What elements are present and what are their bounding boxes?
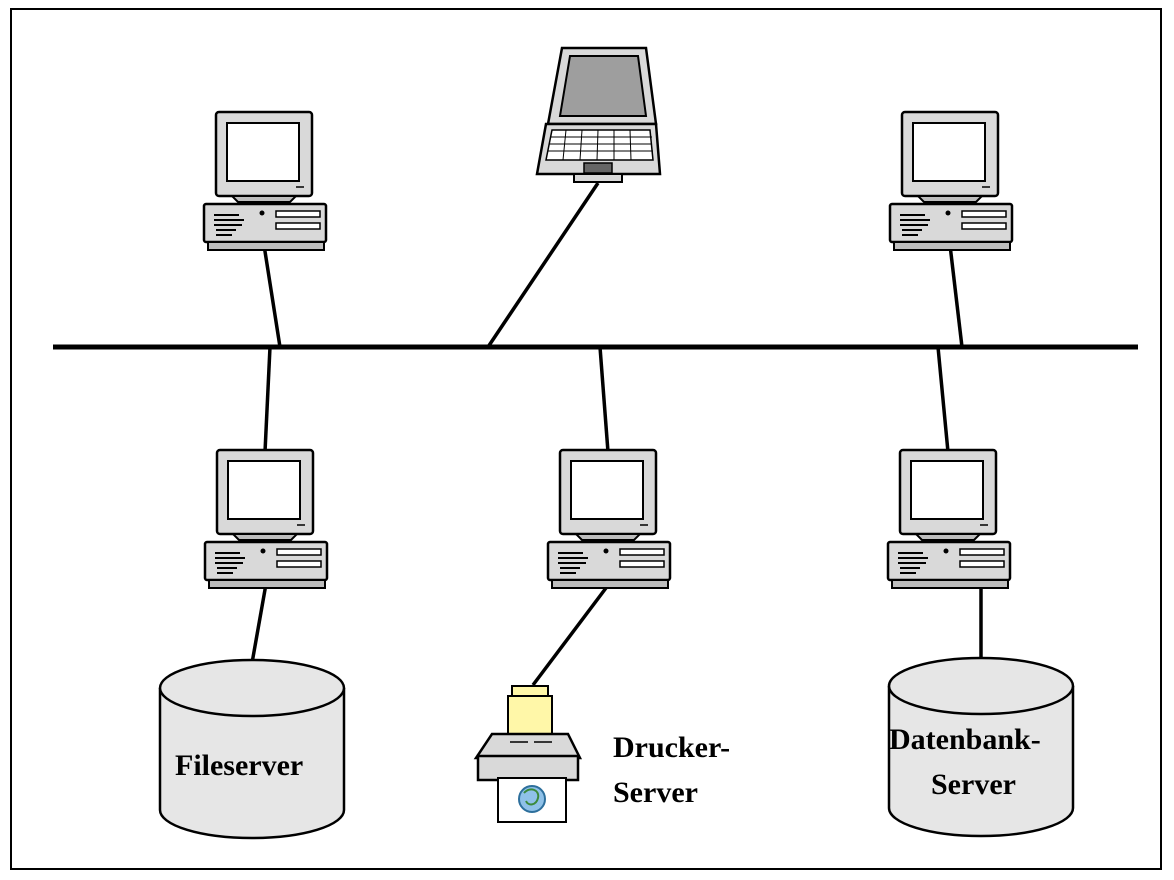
datenbank-server-label-line1: Datenbank- <box>889 723 1041 756</box>
printer-icon <box>473 685 583 823</box>
datenbank-server-label-line2: Server <box>931 768 1016 801</box>
fileserver-label: Fileserver <box>175 749 304 782</box>
laptop-icon <box>535 46 662 183</box>
desktop-computer-icon <box>203 448 329 590</box>
desktop-computer-icon <box>202 110 328 252</box>
connection-lines <box>247 182 983 687</box>
drucker-server-label-line1: Drucker- <box>613 731 731 764</box>
desktop-computer-icon <box>546 448 672 590</box>
desktop-computer-icon <box>886 448 1012 590</box>
drucker-server-label-line2: Server <box>613 776 698 809</box>
desktop-computer-icon <box>888 110 1014 252</box>
